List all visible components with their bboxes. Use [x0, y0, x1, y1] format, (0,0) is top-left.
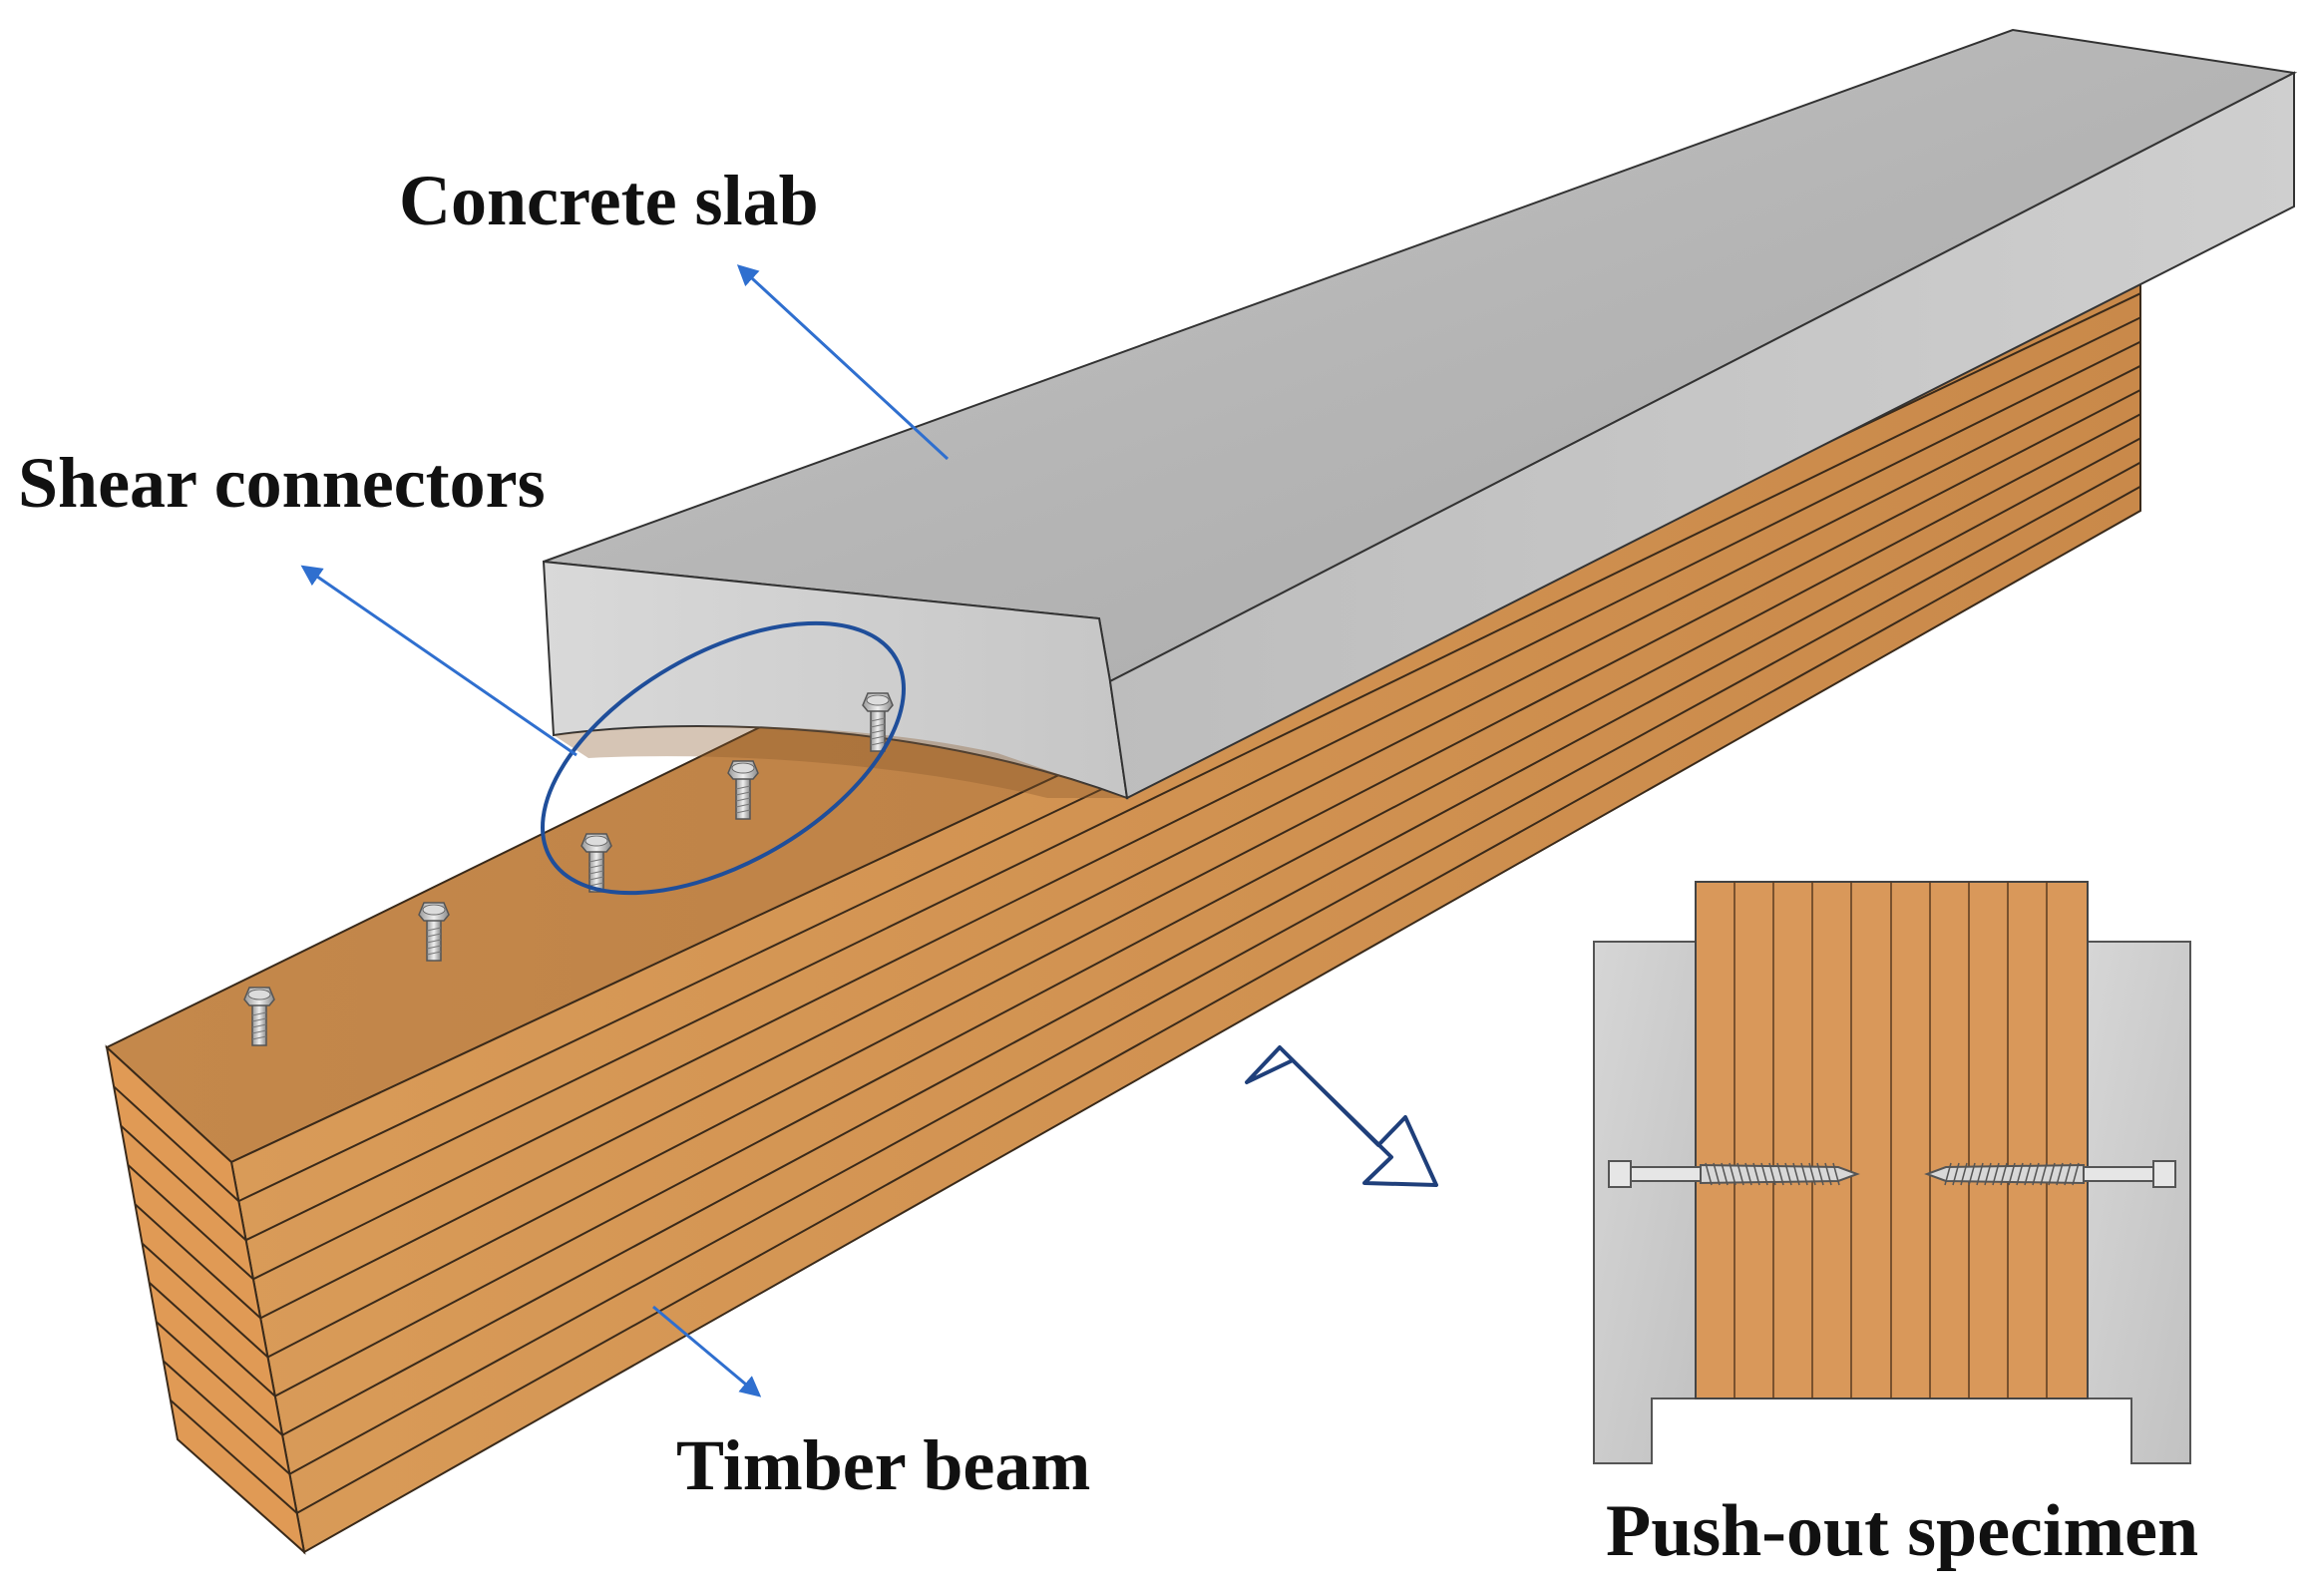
shear-connector-bolt-icon	[243, 987, 275, 1046]
timber-lamination-lines	[113, 292, 2141, 1514]
shear-connector-bolt-icon	[727, 760, 759, 820]
shear-connectors-label: Shear connectors	[18, 443, 546, 523]
left-concrete-panel	[1593, 941, 1697, 1464]
lamination-line	[245, 316, 2141, 1242]
lamination-line	[120, 1124, 247, 1241]
shear-connectors-pointer-arrow	[300, 565, 578, 757]
lamination-line	[141, 1242, 269, 1359]
lamination-line	[274, 413, 2141, 1397]
shear-connector-bolt-icon	[418, 902, 450, 962]
slab-shadow	[554, 726, 1127, 798]
lamination-line	[252, 340, 2141, 1281]
shear-connector-bolt-icon	[862, 692, 894, 752]
right-concrete-panel	[2087, 941, 2191, 1464]
lamination-line	[134, 1203, 261, 1320]
lamination-line	[267, 389, 2141, 1359]
lamination-line	[281, 437, 2141, 1436]
right-screw-icon	[1924, 1160, 2176, 1188]
timber-beam-pointer-arrow	[652, 1305, 762, 1397]
push-out-specimen	[1593, 881, 2191, 1464]
shear-connectors	[243, 692, 894, 1046]
concrete-slab	[542, 28, 2298, 800]
hollow-right-down-arrow-icon	[1245, 1045, 1438, 1187]
lamination-line	[113, 1085, 239, 1202]
left-screw-icon	[1608, 1160, 1860, 1188]
shear-connector-bolt-icon	[580, 833, 612, 893]
lamination-line	[170, 1398, 298, 1514]
lamination-line	[259, 364, 2141, 1320]
lamination-line	[288, 461, 2141, 1475]
lamination-line	[127, 1164, 254, 1281]
lamination-line	[296, 485, 2141, 1514]
push-out-specimen-label: Push-out specimen	[1606, 1490, 2199, 1572]
lamination-line	[156, 1321, 283, 1436]
timber-beam-label: Timber beam	[676, 1425, 1091, 1505]
lamination-line	[148, 1282, 276, 1397]
concrete-slab-end-face	[542, 560, 1129, 800]
concrete-slab-pointer-arrow	[736, 264, 950, 461]
concrete-slab-label: Concrete slab	[399, 161, 819, 240]
timber-core-lamination-lines	[1734, 882, 2048, 1398]
concrete-slab-side-face	[1108, 71, 2295, 800]
connector-highlight-ellipse	[541, 620, 906, 896]
lamination-line	[163, 1360, 291, 1475]
